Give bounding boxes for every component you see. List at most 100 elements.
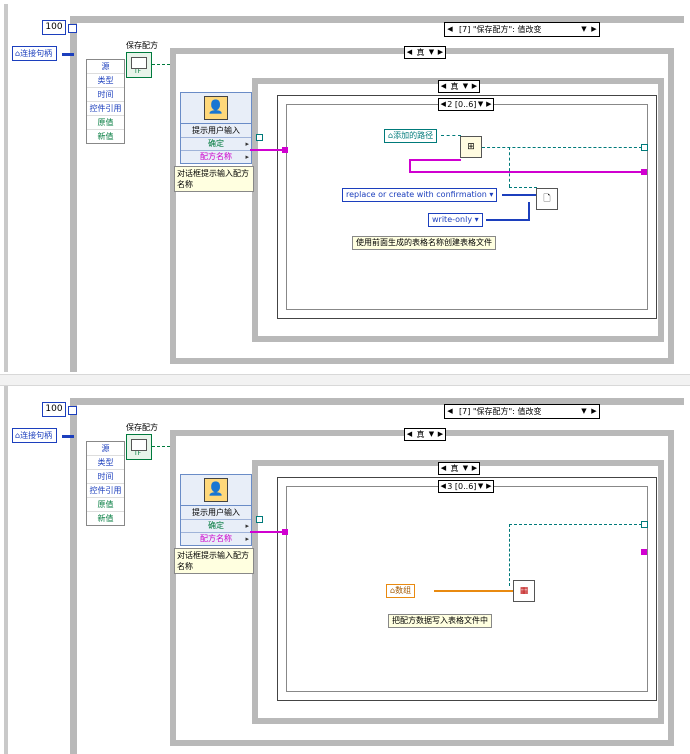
outer-case-selector[interactable]: ◀ 真 ▼ ▶ bbox=[404, 428, 446, 441]
prompt-node-name-output[interactable]: 配方名称 bbox=[181, 150, 251, 163]
sequence-frame-label: 3 [0..6] bbox=[447, 482, 477, 491]
write-spreadsheet-node[interactable]: ▦ bbox=[513, 580, 535, 602]
next-frame-arrow-icon[interactable]: ▶ bbox=[486, 482, 492, 490]
sequence-frame-selector[interactable]: ◀ 2 [0..6] ▼ ▶ bbox=[438, 98, 494, 111]
prompt-comment: 对话框提示输入配方名称 bbox=[174, 548, 254, 574]
prev-frame-arrow-icon[interactable]: ◀ bbox=[440, 100, 446, 108]
recipe-name-wire[interactable] bbox=[250, 531, 284, 533]
prev-case-arrow-icon[interactable]: ◀ bbox=[406, 430, 413, 438]
open-mode-constant[interactable]: replace or create with confirmation ▾ bbox=[342, 188, 498, 202]
prev-frame-arrow-icon[interactable]: ◀ bbox=[440, 482, 446, 490]
case-dropdown-icon[interactable]: ▼ bbox=[581, 407, 587, 415]
loop-count-terminal[interactable] bbox=[68, 406, 77, 415]
frame-dropdown-icon[interactable]: ▼ bbox=[477, 100, 484, 108]
prompt-user-input-node[interactable]: 👤 提示用户输入 确定 配方名称 bbox=[180, 92, 252, 164]
window-left-edge bbox=[4, 4, 8, 372]
next-case-arrow-icon[interactable]: ▶ bbox=[437, 430, 444, 438]
string-tunnel[interactable] bbox=[282, 529, 288, 535]
path-wire-out[interactable] bbox=[482, 147, 642, 148]
boolean-tunnel[interactable] bbox=[256, 134, 263, 141]
loop-count-constant[interactable]: 100 bbox=[42, 402, 66, 417]
next-case-arrow-icon[interactable]: ▶ bbox=[437, 48, 444, 56]
next-case-arrow-icon[interactable]: ▶ bbox=[471, 464, 478, 472]
sequence-frame-label: 2 [0..6] bbox=[447, 100, 477, 109]
chevron-down-icon[interactable]: ▾ bbox=[489, 190, 494, 199]
case-dropdown-icon[interactable]: ▼ bbox=[428, 48, 435, 56]
path-wire-1[interactable] bbox=[441, 135, 461, 136]
array-wire[interactable] bbox=[434, 590, 514, 592]
name-wire-through[interactable] bbox=[409, 171, 645, 173]
path-out-tunnel[interactable] bbox=[641, 144, 648, 151]
path-wire-to-open[interactable] bbox=[509, 187, 537, 188]
reference-wire[interactable] bbox=[62, 53, 74, 56]
next-case-arrow-icon[interactable]: ▶ bbox=[591, 25, 597, 33]
loop-count-terminal[interactable] bbox=[68, 24, 77, 33]
create-file-comment: 使用前面生成的表格名称创建表格文件 bbox=[352, 236, 496, 250]
file-refnum-wire[interactable] bbox=[509, 524, 642, 525]
write-file-comment: 把配方数据写入表格文件中 bbox=[388, 614, 492, 628]
access-wire[interactable] bbox=[486, 219, 530, 221]
prompt-node-ok-output[interactable]: 确定 bbox=[181, 137, 251, 150]
next-case-arrow-icon[interactable]: ▶ bbox=[591, 407, 597, 415]
event-case-selector[interactable]: ◀ [7] "保存配方": 值改变 ▼ ▶ bbox=[444, 404, 600, 419]
open-file-node[interactable]: 🗋 bbox=[536, 188, 558, 210]
path-wire-down[interactable] bbox=[509, 147, 510, 187]
prev-case-arrow-icon[interactable]: ◀ bbox=[447, 407, 453, 415]
next-frame-arrow-icon[interactable]: ▶ bbox=[486, 100, 492, 108]
event-data-time: 时间 bbox=[87, 88, 124, 102]
boolean-wire[interactable] bbox=[152, 64, 170, 65]
name-wire-vertical[interactable] bbox=[409, 159, 411, 171]
save-recipe-boolean[interactable]: TF bbox=[126, 52, 152, 78]
case-dropdown-icon[interactable]: ▼ bbox=[581, 25, 587, 33]
boolean-wire[interactable] bbox=[152, 446, 170, 447]
refnum-out-tunnel[interactable] bbox=[641, 521, 648, 528]
mode-wire[interactable] bbox=[502, 194, 536, 196]
connection-handle-control[interactable]: ⌂连接句柄 bbox=[12, 428, 58, 443]
file-refnum-wire-down[interactable] bbox=[509, 524, 510, 586]
chevron-down-icon[interactable]: ▾ bbox=[474, 215, 479, 224]
save-recipe-boolean[interactable]: TF bbox=[126, 434, 152, 460]
prompt-node-ok-output[interactable]: 确定 bbox=[181, 519, 251, 532]
sequence-frame-body bbox=[286, 486, 648, 692]
name-out-tunnel[interactable] bbox=[641, 549, 647, 555]
middle-case-selector[interactable]: ◀ 真 ▼ ▶ bbox=[438, 80, 480, 93]
array-local-variable[interactable]: ⌂数组 bbox=[386, 584, 416, 598]
prev-case-arrow-icon[interactable]: ◀ bbox=[447, 25, 453, 33]
frame-dropdown-icon[interactable]: ▼ bbox=[477, 482, 484, 490]
event-data-time: 时间 bbox=[87, 470, 124, 484]
connection-handle-control[interactable]: ⌂连接句柄 bbox=[12, 46, 58, 61]
event-data-node[interactable]: 源 类型 时间 控件引用 原值 新值 bbox=[86, 441, 125, 526]
sequence-frame-selector[interactable]: ◀ 3 [0..6] ▼ ▶ bbox=[438, 480, 494, 493]
case-dropdown-icon[interactable]: ▼ bbox=[462, 464, 469, 472]
event-case-selector[interactable]: ◀ [7] "保存配方": 值改变 ▼ ▶ bbox=[444, 22, 600, 37]
save-recipe-caption: 保存配方 bbox=[126, 41, 158, 50]
case-dropdown-icon[interactable]: ▼ bbox=[428, 430, 435, 438]
build-path-node[interactable]: ⊞ bbox=[460, 136, 482, 158]
prompt-node-name-output[interactable]: 配方名称 bbox=[181, 532, 251, 545]
case-dropdown-icon[interactable]: ▼ bbox=[462, 82, 469, 90]
reference-wire[interactable] bbox=[62, 435, 74, 438]
prompt-node-title: 提示用户输入 bbox=[181, 505, 251, 519]
event-data-node[interactable]: 源 类型 时间 控件引用 原值 新值 bbox=[86, 59, 125, 144]
prev-case-arrow-icon[interactable]: ◀ bbox=[440, 464, 447, 472]
event-data-newval: 新值 bbox=[97, 132, 114, 141]
sequence-frame-body bbox=[286, 104, 648, 310]
prompt-user-input-node[interactable]: 👤 提示用户输入 确定 配方名称 bbox=[180, 474, 252, 546]
middle-case-selector[interactable]: ◀ 真 ▼ ▶ bbox=[438, 462, 480, 475]
recipe-name-wire[interactable] bbox=[250, 149, 284, 151]
outer-case-selector[interactable]: ◀ 真 ▼ ▶ bbox=[404, 46, 446, 59]
panel-separator bbox=[0, 374, 690, 386]
save-recipe-caption: 保存配方 bbox=[126, 423, 158, 432]
event-data-ctlref: 控件引用 bbox=[87, 102, 124, 116]
next-case-arrow-icon[interactable]: ▶ bbox=[471, 82, 478, 90]
name-out-tunnel[interactable] bbox=[641, 169, 647, 175]
prev-case-arrow-icon[interactable]: ◀ bbox=[440, 82, 447, 90]
name-wire-to-build[interactable] bbox=[409, 159, 461, 161]
loop-count-constant[interactable]: 100 bbox=[42, 20, 66, 35]
access-mode-constant[interactable]: write-only ▾ bbox=[428, 213, 483, 227]
prev-case-arrow-icon[interactable]: ◀ bbox=[406, 48, 413, 56]
access-wire-up[interactable] bbox=[528, 202, 530, 220]
boolean-tunnel[interactable] bbox=[256, 516, 263, 523]
string-tunnel[interactable] bbox=[282, 147, 288, 153]
added-path-local[interactable]: ⌂添加的路径 bbox=[384, 129, 438, 143]
